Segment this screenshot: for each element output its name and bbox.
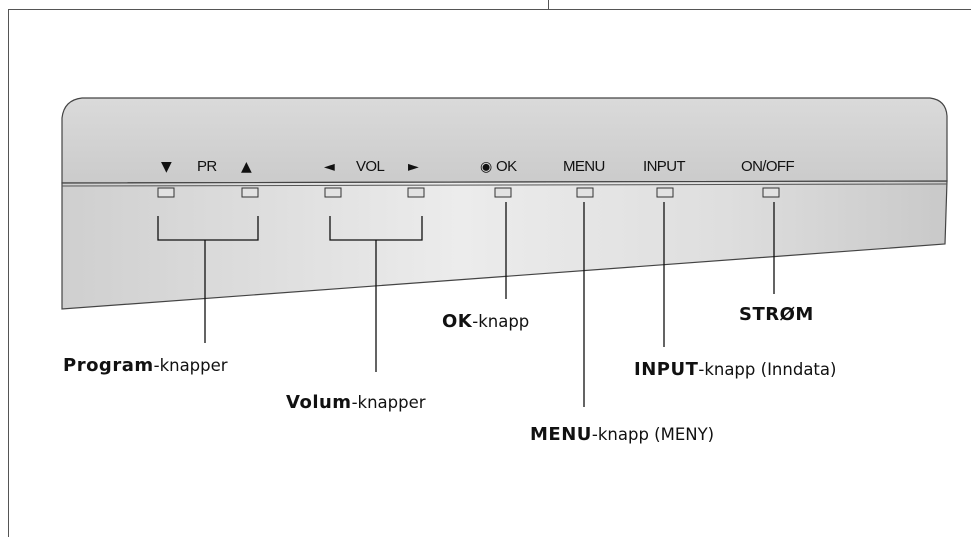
program-callout-rest: -knapper bbox=[153, 356, 228, 375]
pr-up-arrow-icon: ▲ bbox=[241, 159, 252, 175]
input-callout-rest: -knapp (Inndata) bbox=[698, 360, 837, 379]
volume-callout-bold: Volum bbox=[286, 392, 352, 413]
ok-label: OK bbox=[496, 158, 517, 175]
callout-leader-lines bbox=[157, 202, 775, 407]
input-button[interactable] bbox=[656, 187, 674, 198]
ok-circle-icon: ◉ bbox=[480, 159, 492, 175]
vol-label: VOL bbox=[356, 158, 384, 175]
frame-divider bbox=[548, 0, 549, 10]
menu-callout: MENU-knapp (MENY) bbox=[530, 424, 714, 445]
power-button[interactable] bbox=[762, 187, 780, 198]
ok-callout-bold: OK bbox=[442, 311, 473, 332]
vol-down-button[interactable] bbox=[324, 187, 342, 198]
vol-up-button[interactable] bbox=[407, 187, 425, 198]
program-callout: Program-knapper bbox=[63, 355, 228, 376]
onoff-label: ON/OFF bbox=[741, 158, 794, 175]
ok-callout-rest: -knapp bbox=[472, 312, 530, 331]
menu-callout-rest: -knapp (MENY) bbox=[591, 425, 715, 444]
menu-label: MENU bbox=[563, 158, 605, 175]
panel-edge-line bbox=[61, 183, 948, 187]
volume-callout: Volum-knapper bbox=[286, 392, 426, 413]
volume-callout-rest: -knapper bbox=[351, 393, 426, 412]
program-callout-bold: Program bbox=[63, 355, 154, 376]
program-bracket bbox=[157, 216, 259, 241]
pr-down-button[interactable] bbox=[157, 187, 175, 198]
frame-left-line bbox=[8, 9, 9, 537]
frame-top-line bbox=[8, 9, 548, 10]
vol-right-arrow-icon: ► bbox=[408, 159, 419, 175]
menu-button[interactable] bbox=[576, 187, 594, 198]
power-callout: STRØM bbox=[739, 304, 814, 325]
power-callout-bold: STRØM bbox=[739, 304, 814, 325]
ok-button[interactable] bbox=[494, 187, 512, 198]
pr-down-arrow-icon: ▼ bbox=[161, 159, 172, 175]
input-label: INPUT bbox=[643, 158, 685, 175]
panel-top-face bbox=[61, 97, 948, 184]
vol-left-arrow-icon: ◄ bbox=[324, 159, 335, 175]
pr-label: PR bbox=[197, 158, 217, 175]
panel-front-face bbox=[61, 180, 948, 310]
ok-callout: OK-knapp bbox=[442, 311, 529, 332]
input-callout: INPUT-knapp (Inndata) bbox=[634, 359, 836, 380]
menu-callout-bold: MENU bbox=[530, 424, 592, 445]
pr-up-button[interactable] bbox=[241, 187, 259, 198]
input-callout-bold: INPUT bbox=[634, 359, 699, 380]
frame-top-line-right bbox=[548, 9, 971, 10]
